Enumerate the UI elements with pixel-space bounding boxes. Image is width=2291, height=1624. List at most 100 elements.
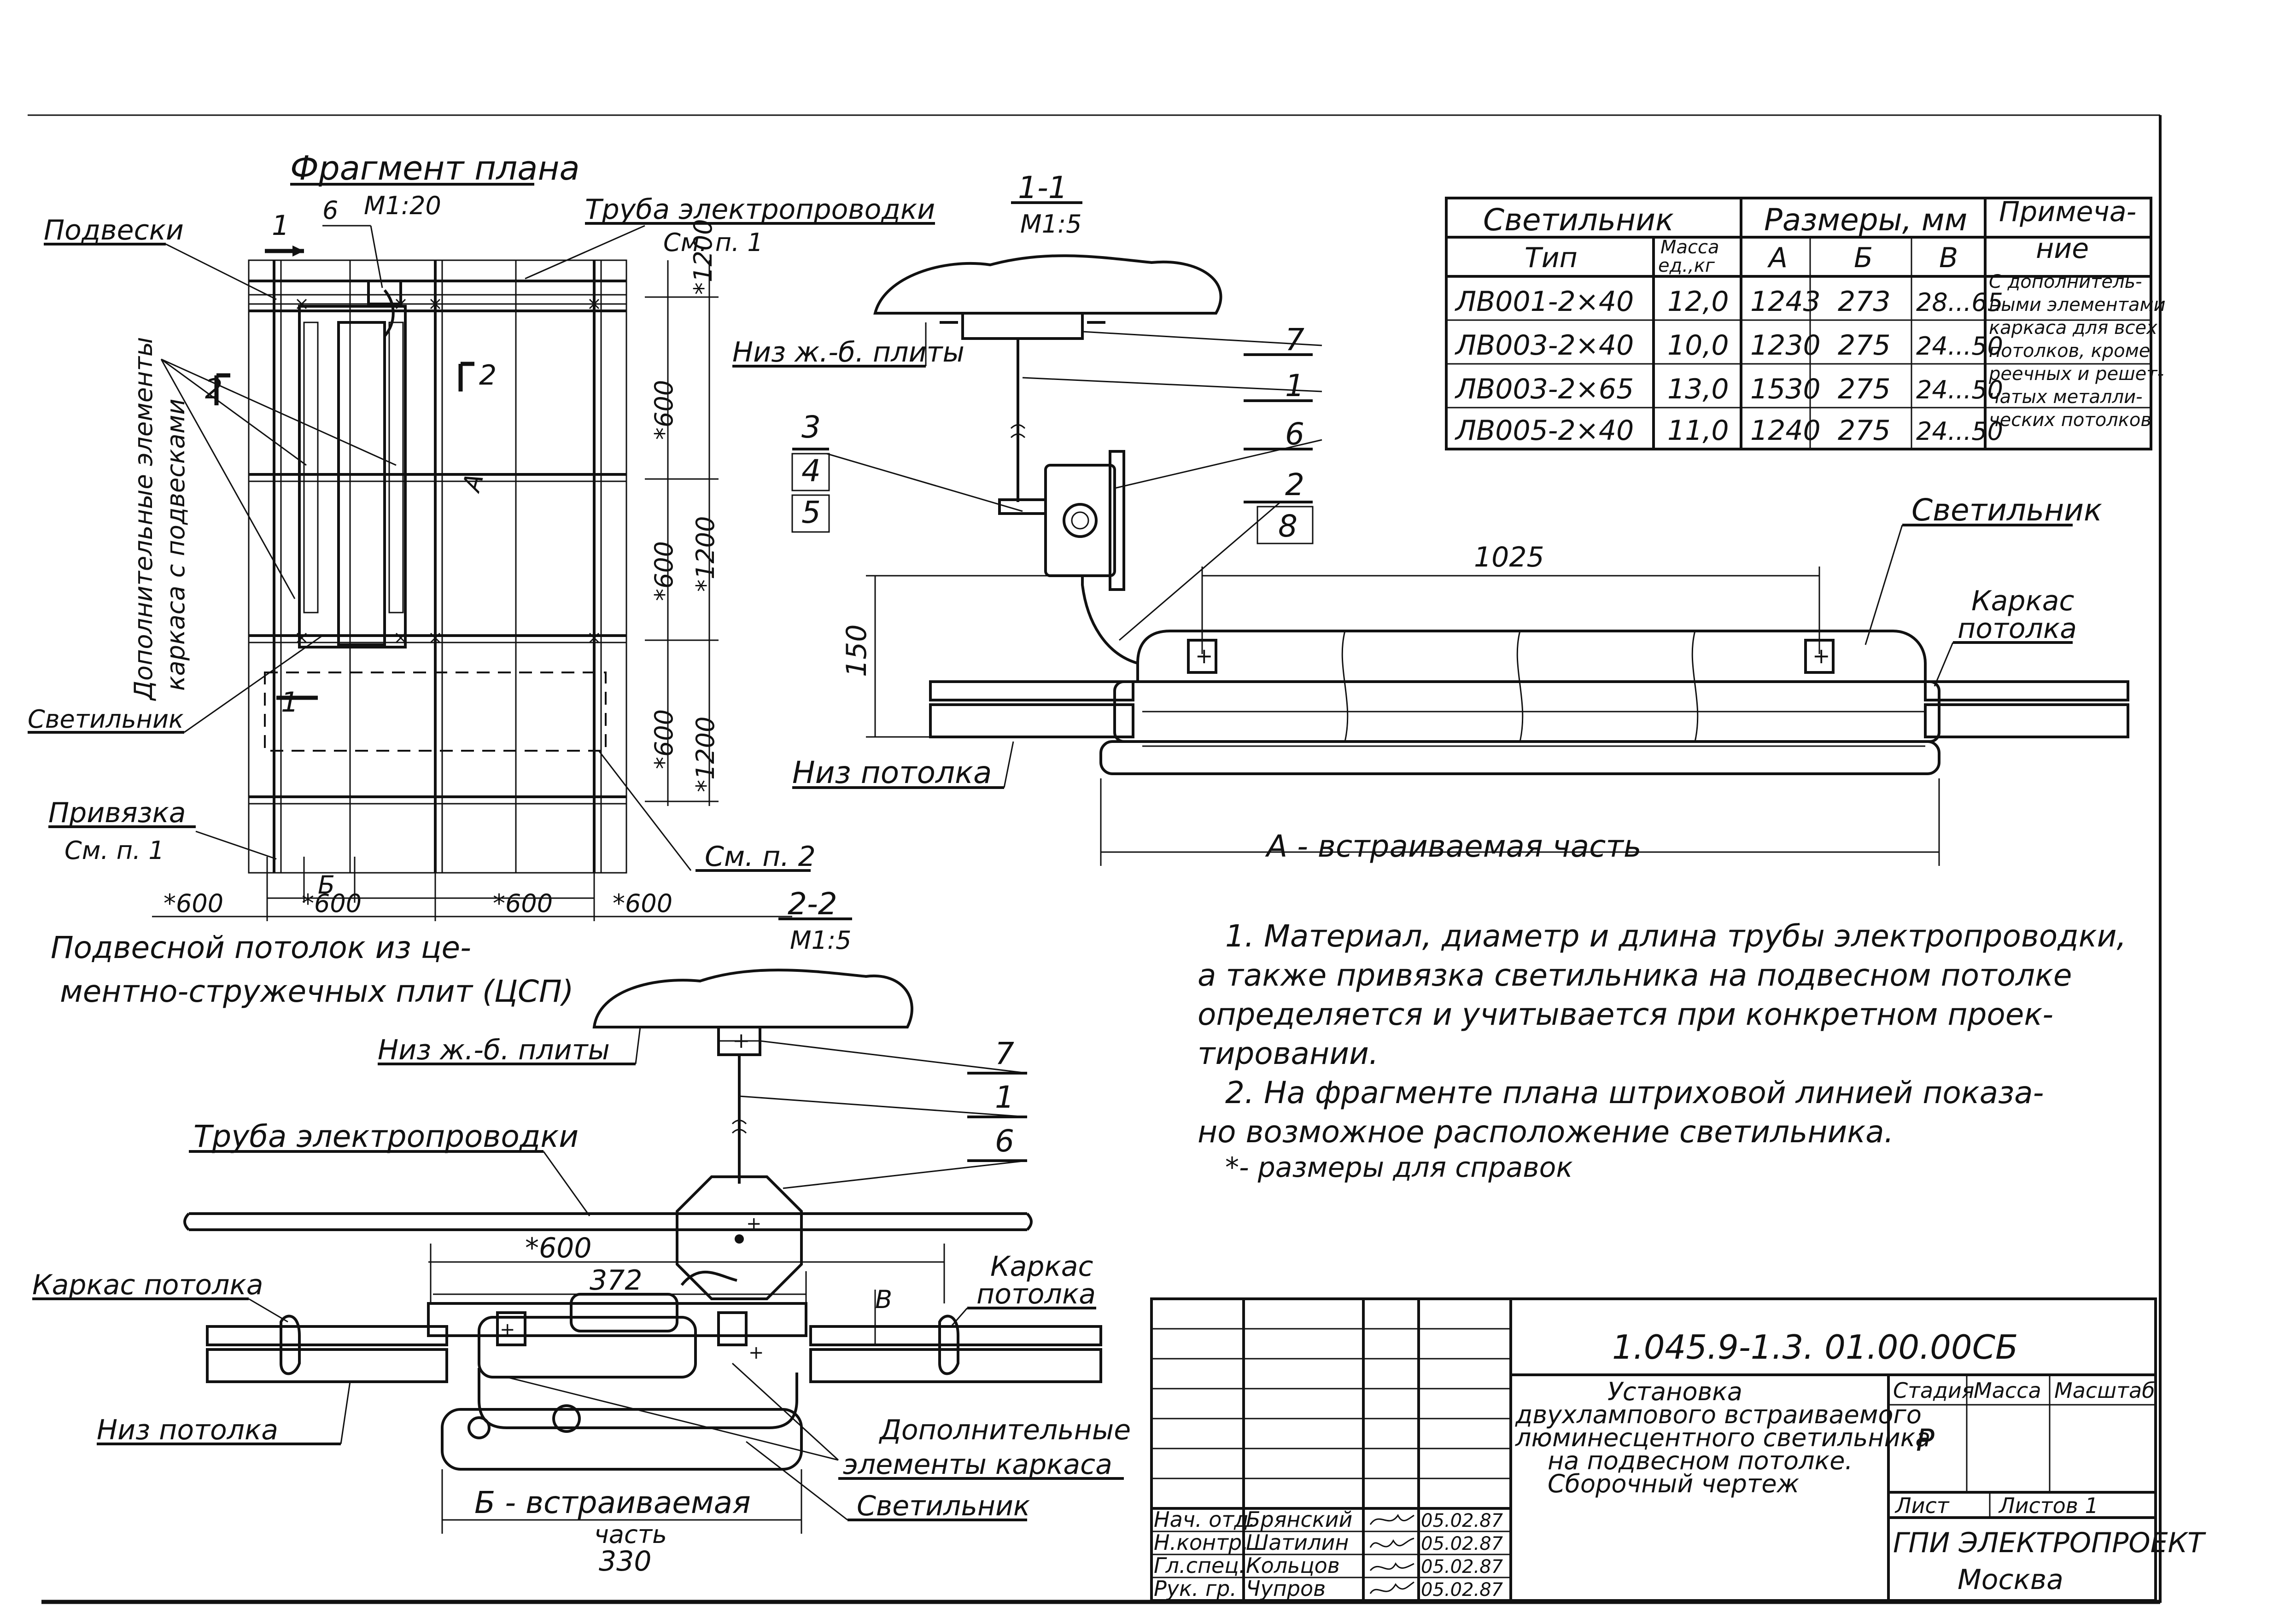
table-row4-a: 1240 xyxy=(1750,415,1821,447)
notes: 1. Материал, диаметр и длина трубы элект… xyxy=(1198,918,2126,1184)
plan-scale: М1:20 xyxy=(364,191,441,220)
plan-dim-v3: *600 xyxy=(649,541,678,601)
table-header-sizes: Размеры, мм xyxy=(1764,202,1967,238)
table-note-1: С дополнитель- xyxy=(1989,271,2142,292)
table-note-4: потолков, кроме xyxy=(1989,340,2150,362)
possible-position-outline xyxy=(264,672,607,752)
section-mark-2-right: 2 xyxy=(479,359,497,391)
signer-4-name: Чупров xyxy=(1246,1576,1326,1601)
table-sub-a: А xyxy=(1767,242,1788,274)
sec22-dim-600: *600 xyxy=(525,1232,592,1264)
sec22-screw-left: + xyxy=(500,1319,515,1340)
sec11-frame-label-1: Каркас xyxy=(1971,585,2074,617)
sec22-frame-right-2: потолка xyxy=(976,1278,1096,1310)
plan-suspensions-label: Подвески xyxy=(44,214,184,246)
sec11-scale: М1:5 xyxy=(1020,210,1082,239)
stamp-title-3: люминесцентного светильника xyxy=(1515,1423,1930,1452)
table-row4-b: 275 xyxy=(1838,415,1891,447)
table-row3-type: ЛВ003-2×65 xyxy=(1455,373,1634,405)
sec22-ceiling-bottom: Низ потолка xyxy=(97,1414,278,1446)
sec22-callout-6: 6 xyxy=(995,1123,1014,1159)
signer-3-name: Кольцов xyxy=(1246,1553,1340,1578)
sec22-luminaire: + + xyxy=(427,1271,807,1471)
note-1-line-1: 1. Материал, диаметр и длина трубы элект… xyxy=(1225,918,2126,954)
sec11-callout-5: 5 xyxy=(801,495,821,530)
signer-2-name: Шатилин xyxy=(1246,1530,1349,1555)
table-header-note-1: Примеча- xyxy=(1999,196,2136,228)
sec11-ceiling-bottom: Низ потолка xyxy=(792,755,992,790)
table-row1-b: 273 xyxy=(1838,286,1891,318)
plan-fragment: Фрагмент плана М1:20 Труба электропровод… xyxy=(28,149,935,1009)
sec22-screw-right: + xyxy=(748,1342,764,1363)
table-row4-v: 24...50 xyxy=(1916,417,2003,446)
sec11-callout-6: 6 xyxy=(1285,416,1304,452)
stamp-org-1: ГПИ ЭЛЕКТРОПРОЕКТ xyxy=(1893,1527,2206,1559)
signer-1-role: Нач. отд. xyxy=(1154,1507,1256,1532)
sec11-callout-7: 7 xyxy=(1285,322,1304,357)
signer-3-date: 05.02.87 xyxy=(1421,1556,1503,1577)
sec22-extra-2: элементы каркаса xyxy=(843,1449,1112,1481)
section-mark-2-left: 2 xyxy=(205,373,222,405)
table-row4-mass: 11,0 xyxy=(1667,415,1729,447)
stamp-code: 1.045.9-1.3. 01.00.00СБ xyxy=(1612,1328,2018,1367)
stamp-sheets: Листов 1 xyxy=(1998,1493,2098,1518)
sec22-scale: М1:5 xyxy=(790,926,852,955)
table-header-note-2: ние xyxy=(2036,233,2089,265)
sec22-extra-1: Дополнительные xyxy=(878,1414,1131,1446)
table-sub-v: В xyxy=(1939,242,1958,274)
sec11-slab-bottom: Низ ж.-б. плиты xyxy=(732,336,964,368)
sec22-ceiling-frame xyxy=(206,1314,1102,1383)
sec11-callout-2: 2 xyxy=(1285,467,1304,502)
sec11-frame-label-2: потолка xyxy=(1958,613,2077,645)
table-header-lum: Светильник xyxy=(1483,202,1674,238)
stamp-mass-header: Масса xyxy=(1974,1378,2041,1403)
signer-2-role: Н.контр. xyxy=(1154,1530,1249,1555)
sec22-dim-372: 372 xyxy=(590,1264,643,1297)
table-row4-type: ЛВ005-2×40 xyxy=(1455,415,1634,447)
table-sub-mass-1: Масса xyxy=(1660,237,1719,258)
stamp-stage-value: Р xyxy=(1916,1423,1934,1458)
table-row2-type: ЛВ003-2×40 xyxy=(1455,329,1634,362)
section-mark-1-top: 1 xyxy=(272,210,289,242)
sec11-luminaire-label: Светильник xyxy=(1911,492,2102,528)
sec22-junction-box xyxy=(676,1175,803,1300)
sec11-callout-3: 3 xyxy=(801,409,821,445)
sec11-dim-150: 150 xyxy=(841,624,873,677)
sec11-slab xyxy=(873,254,1222,315)
note-2-line-2: но возможное расположение светильника. xyxy=(1198,1114,1894,1150)
sec11-dim-1025: 1025 xyxy=(1474,541,1544,573)
table-note-5: реечных и решет- xyxy=(1988,363,2164,385)
sec11-callout-4: 4 xyxy=(801,453,821,489)
table-row2-mass: 10,0 xyxy=(1667,329,1729,362)
sec22-pipe-label: Труба электропроводки xyxy=(193,1119,579,1154)
sec11-junction-box xyxy=(1044,464,1116,577)
plan-dim-v2: *600 xyxy=(649,380,678,440)
plan-anchor-label: Привязка xyxy=(48,797,186,829)
table-note-7: ческих потолков xyxy=(1989,409,2151,431)
table-row3-a: 1530 xyxy=(1750,373,1821,405)
table-row1-type: ЛВ001-2×40 xyxy=(1455,286,1634,318)
plan-anchor-ref: См. п. 1 xyxy=(64,836,164,865)
sec22-luminaire-label: Светильник xyxy=(857,1490,1030,1522)
sec11-embedded-part: А - встраиваемая часть xyxy=(1265,829,1642,864)
table-row1-v: 28...65 xyxy=(1916,288,2003,317)
sec22-slab-bottom: Низ ж.-б. плиты xyxy=(378,1034,610,1066)
signer-3-signature xyxy=(1369,1562,1414,1571)
plan-dim-v6: *1200 xyxy=(691,717,720,792)
note-1-line-3: определяется и учитывается при конкретно… xyxy=(1198,997,2053,1032)
signer-2-signature xyxy=(1369,1537,1414,1548)
sec22-callout-1: 1 xyxy=(995,1080,1014,1115)
sec22-dim-b: В xyxy=(875,1285,892,1314)
callout-6-plan: 6 xyxy=(322,196,338,225)
plan-dim-v5: *600 xyxy=(649,709,678,769)
stamp-title-2: двухлампового встраиваемого xyxy=(1515,1400,1922,1429)
plan-dim-h1: *600 xyxy=(164,889,223,918)
plan-ceiling-label-1: Подвесной потолок из це- xyxy=(51,930,471,965)
table-note-6: чатых металли- xyxy=(1989,386,2143,408)
note-1-line-4: тировании. xyxy=(1198,1036,1379,1071)
sec22-dim-330: 330 xyxy=(599,1545,652,1577)
table-sub-mass-2: ед.,кг xyxy=(1658,255,1715,276)
plan-dim-h2: *600 xyxy=(302,889,362,918)
plan-pipe-label: Труба электропроводки xyxy=(585,193,935,226)
